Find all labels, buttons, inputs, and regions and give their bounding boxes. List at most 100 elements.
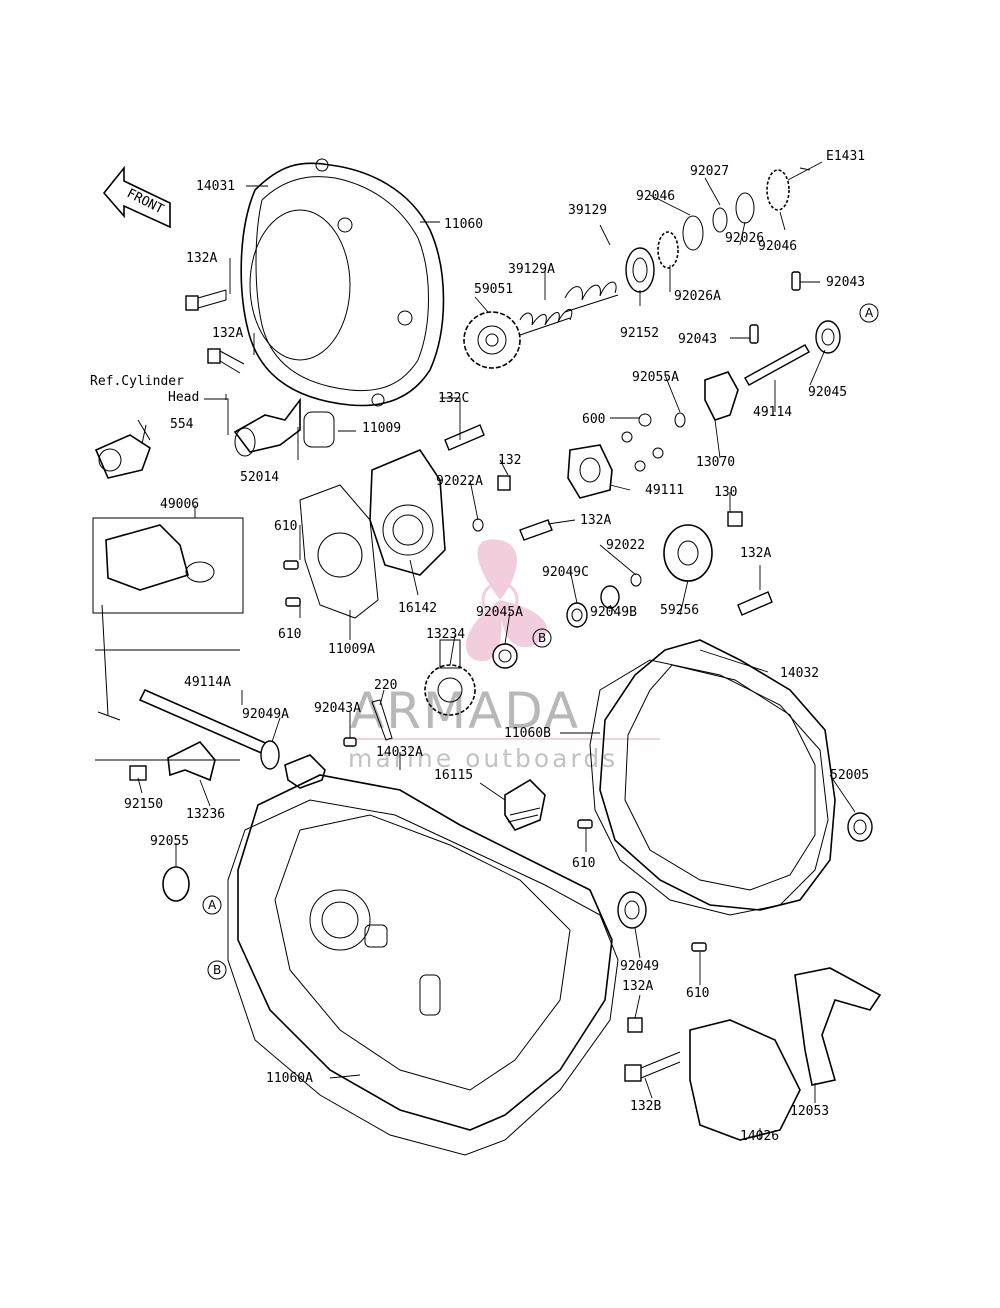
thermostat-box	[92, 517, 244, 614]
oil-seal	[815, 320, 841, 354]
impeller	[663, 524, 713, 582]
bolt	[727, 511, 743, 527]
steel-ball	[621, 413, 664, 472]
label-92049: 92049	[620, 959, 659, 974]
cylinder-head-pulley	[94, 419, 151, 479]
oil-seal	[847, 812, 873, 842]
kick-shaft	[95, 604, 272, 761]
label-12053: 12053	[790, 1104, 829, 1119]
dowel-pin	[577, 819, 593, 829]
label-132a: 132A	[186, 251, 217, 266]
label-92026a: 92026A	[674, 289, 721, 304]
label-92152: 92152	[620, 326, 659, 341]
callout-letter: A	[208, 898, 217, 912]
washer	[630, 573, 642, 587]
washer	[712, 207, 728, 233]
bearing	[617, 891, 647, 929]
dowel-pin	[285, 597, 301, 607]
bolt	[624, 1051, 681, 1082]
seal-ring	[625, 247, 655, 293]
callout-letter: B	[538, 631, 546, 645]
washer	[735, 192, 755, 224]
bolt	[129, 765, 147, 781]
label-39129a: 39129A	[508, 262, 555, 277]
label-14032: 14032	[780, 666, 819, 681]
label-14026: 14026	[740, 1129, 779, 1144]
label-610: 610	[686, 986, 709, 1001]
pump-gasket	[299, 484, 379, 619]
oil-seal	[600, 585, 620, 609]
diagram-code: E1431	[826, 149, 865, 164]
label-13234: 13234	[426, 627, 465, 642]
label-610: 610	[278, 627, 301, 642]
bolt	[737, 591, 773, 616]
label-92027: 92027	[690, 164, 729, 179]
label-11060b: 11060B	[504, 726, 551, 741]
label-92045a: 92045A	[476, 605, 523, 620]
label-92049a: 92049A	[242, 707, 289, 722]
front-arrow-icon: FRONT	[102, 165, 171, 229]
bracket	[167, 741, 216, 782]
oil-seal	[492, 643, 518, 669]
label-610: 610	[572, 856, 595, 871]
callout-circle: A	[859, 303, 879, 323]
label-92049b: 92049B	[590, 605, 637, 620]
dowel-pin	[283, 560, 299, 570]
label-132b: 132B	[630, 1099, 661, 1114]
callout-circle: A	[202, 895, 222, 915]
label-92046: 92046	[758, 239, 797, 254]
generator-cover	[240, 158, 445, 407]
bolt	[185, 289, 227, 311]
label-11060a: 11060A	[266, 1071, 313, 1086]
bolt	[627, 1017, 643, 1033]
thrust-bearing	[657, 231, 679, 269]
label-39129: 39129	[568, 203, 607, 218]
washer	[682, 215, 704, 251]
label-49114: 49114	[753, 405, 792, 420]
pin	[791, 271, 801, 291]
weight-holder	[704, 371, 739, 421]
label-132c: 132C	[438, 391, 469, 406]
label-220: 220	[374, 678, 397, 693]
label-92055a: 92055A	[632, 370, 679, 385]
label-49114a: 49114A	[184, 675, 231, 690]
oil-seal	[566, 602, 588, 628]
o-ring	[674, 412, 686, 428]
oil-seal	[260, 740, 280, 770]
label-92045: 92045	[808, 385, 847, 400]
label-11009a: 11009A	[328, 642, 375, 657]
elbow-fitting	[284, 754, 326, 789]
label-92026: 92026	[725, 231, 764, 246]
label-16115: 16115	[434, 768, 473, 783]
label-92043: 92043	[826, 275, 865, 290]
label-14031: 14031	[196, 179, 235, 194]
guard-bracket	[794, 967, 882, 1086]
label-92055: 92055	[150, 834, 189, 849]
callout-letter: A	[865, 306, 874, 320]
label-92022: 92022	[606, 538, 645, 553]
label-92046: 92046	[636, 189, 675, 204]
label-92049c: 92049C	[542, 565, 589, 580]
bolt	[444, 424, 485, 451]
spring	[564, 281, 619, 313]
o-ring	[162, 866, 190, 902]
label-92043a: 92043A	[314, 701, 361, 716]
label-52014: 52014	[240, 470, 279, 485]
thrust-bearing	[766, 169, 790, 211]
label-92022a: 92022A	[436, 474, 483, 489]
label-132a: 132A	[622, 979, 653, 994]
bolt	[519, 519, 553, 541]
label-group: 14031 11060 132A 132A Ref.Cylinder Head …	[90, 164, 869, 1144]
label-49006: 49006	[160, 497, 199, 512]
label-13236: 13236	[186, 807, 225, 822]
water-pipe	[233, 397, 335, 457]
label-52005: 52005	[830, 768, 869, 783]
label-92150: 92150	[124, 797, 163, 812]
callout-circle: B	[532, 628, 552, 648]
watermark: ARMADA marine outboards	[348, 539, 660, 773]
callout-circle: B	[207, 960, 227, 980]
pin	[343, 737, 357, 747]
sprocket-guard	[689, 1019, 801, 1141]
spring	[519, 308, 573, 336]
